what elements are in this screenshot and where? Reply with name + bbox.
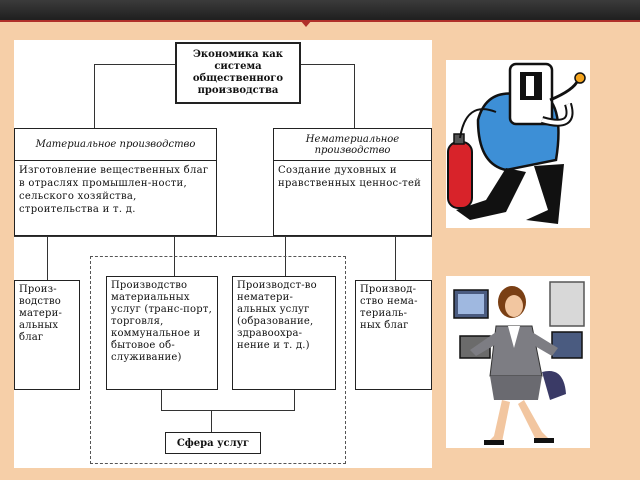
material-production-description: Изготовление вещественных благ в отрасля… [19, 165, 209, 215]
connector [94, 64, 95, 128]
services-text: Сфера услуг [176, 437, 250, 449]
accent-triangle-icon [300, 20, 312, 27]
nonmaterial-production-box: Нематериальное производство Создание дух… [273, 128, 432, 236]
connector [301, 64, 354, 65]
connector [354, 64, 355, 128]
nonmaterial-production-title: Нематериальное производство [274, 129, 431, 161]
root-text: Экономика как система общественного прои… [192, 49, 284, 96]
material-production-title: Материальное производство [15, 129, 216, 161]
leaf-text: Производ-ство нема-териаль-ных благ [360, 284, 418, 331]
leaf-nonmaterial-services: Производст-во нематери-альных услуг (обр… [232, 276, 336, 390]
nonmaterial-production-description: Создание духовных и нравственных ценнос-… [278, 165, 422, 189]
slide-top-bar [0, 0, 640, 20]
connector [294, 390, 295, 410]
leaf-material-goods: Произ-водство матери-альных благ [14, 280, 80, 390]
leaf-text: Производст-во нематери-альных услуг (обр… [237, 280, 317, 351]
leaf-text: Производство материальных услуг (транс-п… [111, 280, 212, 363]
connector [161, 410, 295, 411]
root-box: Экономика как система общественного прои… [175, 42, 301, 104]
connector [395, 236, 396, 280]
leaf-material-services: Производство материальных услуг (транс-п… [106, 276, 218, 390]
connector [94, 64, 176, 65]
connector [47, 236, 48, 280]
diagram-sheet: Экономика как система общественного прои… [14, 40, 432, 468]
connector [14, 236, 432, 237]
accent-line [0, 20, 640, 22]
material-production-box: Материальное производство Изготовление в… [14, 128, 217, 236]
connector [211, 410, 212, 432]
services-box: Сфера услуг [165, 432, 261, 454]
welder-illustration-icon [446, 60, 590, 228]
connector [161, 390, 162, 410]
office-worker-illustration-icon [446, 276, 590, 448]
leaf-nonmaterial-goods: Производ-ство нема-териаль-ных благ [355, 280, 432, 390]
services-region [90, 256, 346, 464]
leaf-text: Произ-водство матери-альных благ [19, 284, 63, 343]
